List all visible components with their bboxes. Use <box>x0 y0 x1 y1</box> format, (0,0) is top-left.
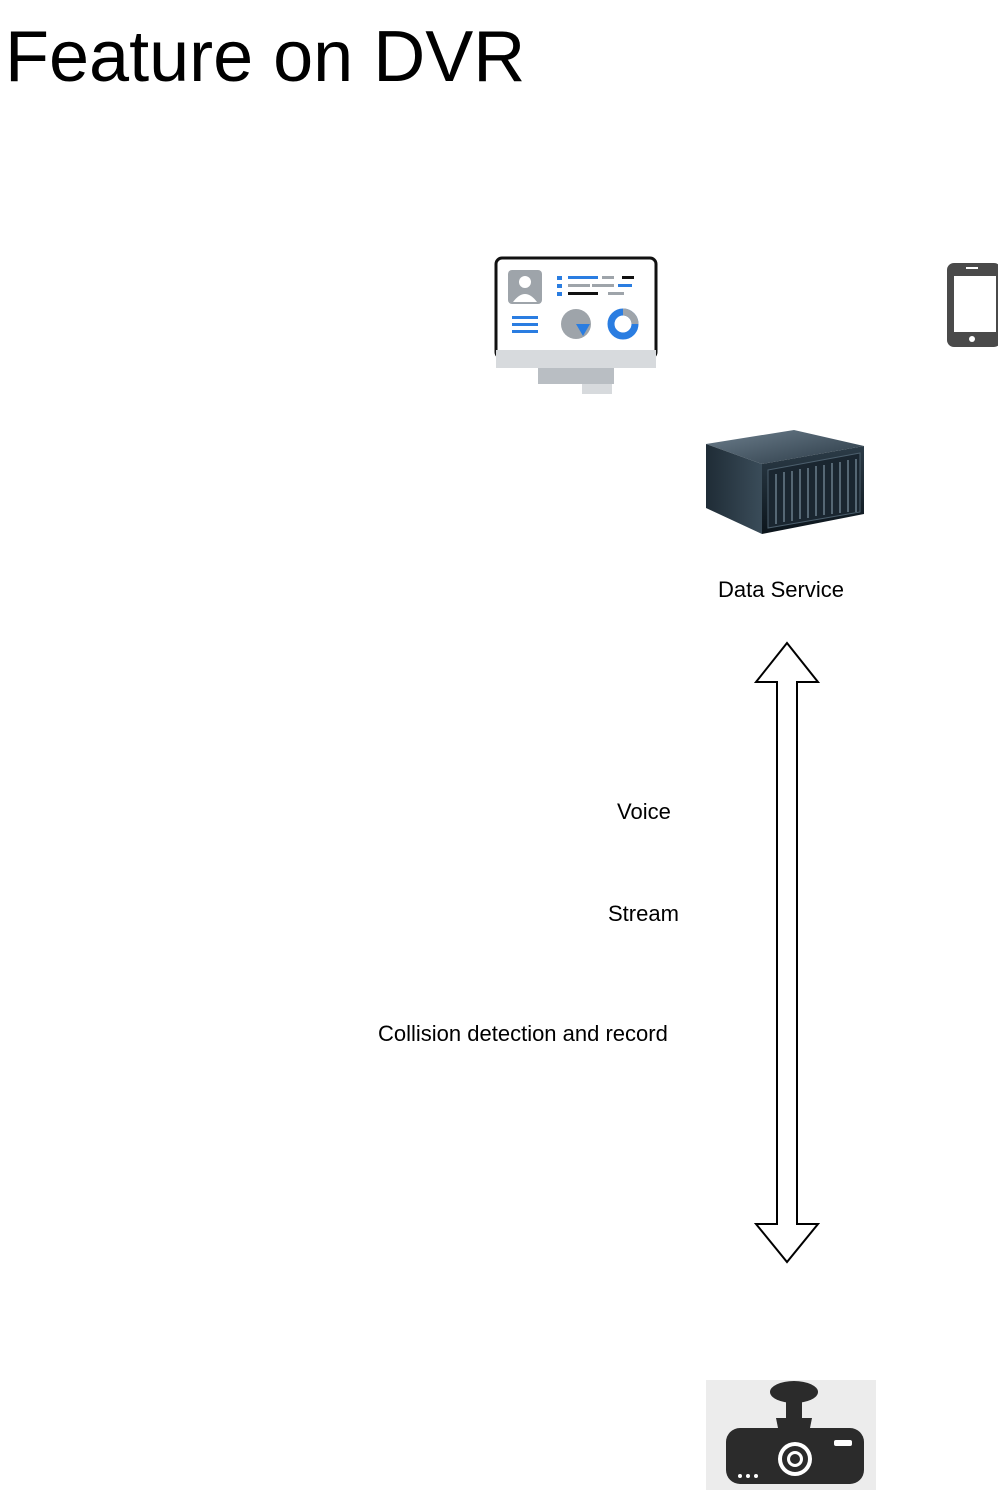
collision-detection-label: Collision detection and record <box>378 1021 668 1046</box>
monitor-dashboard-icon <box>494 256 658 394</box>
stream-label: Stream <box>608 901 679 926</box>
diagram-title: Feature on DVR <box>5 17 526 97</box>
bidirectional-arrow <box>753 641 821 1264</box>
voice-label: Voice <box>617 799 671 824</box>
data-service-label: Data Service <box>718 577 844 602</box>
smartphone-icon <box>947 263 998 347</box>
dash-camera-icon <box>706 1380 876 1490</box>
server-rack-icon <box>706 430 864 534</box>
